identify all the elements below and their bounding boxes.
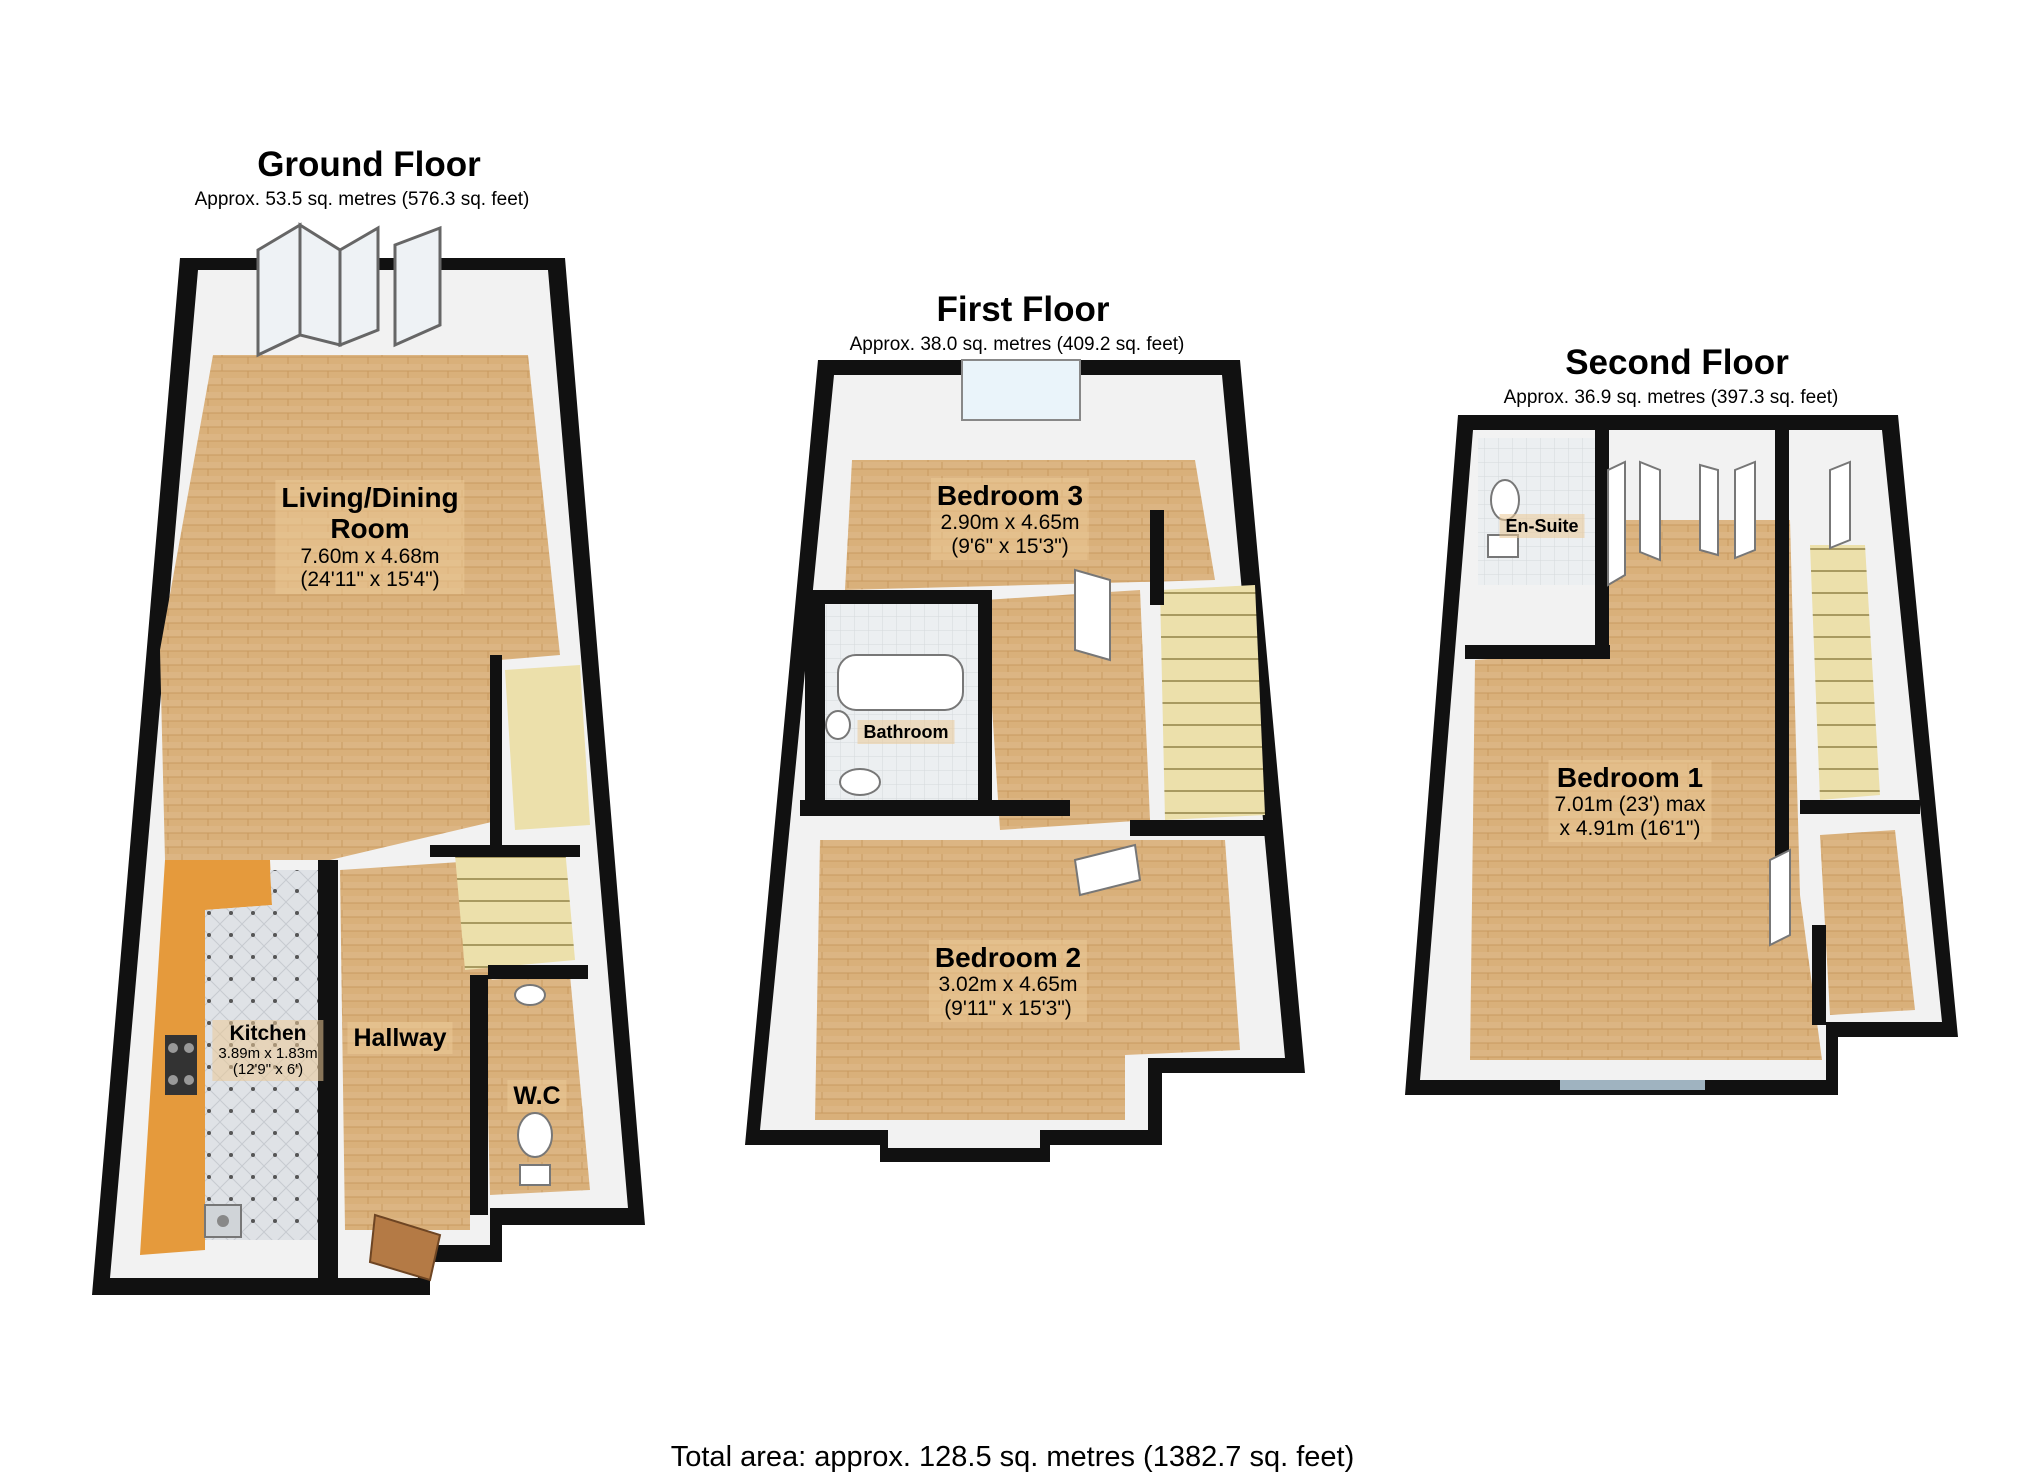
bath-icon	[837, 654, 964, 711]
hallway-label: Hallway	[347, 1022, 453, 1054]
living-room-name-line1: Living/Dining	[281, 482, 459, 513]
storage-door-icon	[1769, 848, 1791, 947]
wc-name: W.C	[513, 1082, 561, 1110]
first-floor-window	[961, 359, 1081, 421]
wardrobe-doors	[1607, 460, 1851, 587]
bedroom-1-dim-imperial: x 4.91m (16'1")	[1559, 816, 1701, 840]
kitchen-name: Kitchen	[229, 1022, 307, 1045]
ground-floor-title: Ground Floor	[257, 145, 481, 184]
toilet-icon	[517, 1112, 553, 1186]
bedroom-2-label: Bedroom 2 3.02m x 4.65m (9'11" x 15'3")	[928, 940, 1088, 1023]
bedroom-2-dim-metric: 3.02m x 4.65m	[938, 973, 1078, 997]
wc-label: W.C	[507, 1080, 567, 1112]
kitchen-worktop	[140, 860, 272, 1255]
bedroom-2-name: Bedroom 2	[934, 942, 1082, 973]
bedroom-1-name: Bedroom 1	[1556, 762, 1704, 793]
understairs-cupboard	[505, 665, 590, 830]
living-room-name-line2: Room	[330, 513, 410, 545]
wc-basin-icon	[514, 984, 546, 1006]
bifold-doors	[256, 222, 442, 358]
bedroom-2-door-icon	[1073, 843, 1142, 897]
bedroom-3-dim-imperial: (9'6" x 15'3")	[951, 534, 1069, 558]
ground-floor-stairs	[455, 848, 575, 970]
bathroom-name: Bathroom	[863, 722, 949, 742]
living-room-dim-metric: 7.60m x 4.68m	[300, 544, 440, 568]
hallway-name: Hallway	[353, 1024, 447, 1052]
bedroom-3-dim-metric: 2.90m x 4.65m	[940, 511, 1080, 535]
kitchen-dim-metric: 3.89m x 1.83m	[218, 1044, 318, 1062]
front-door-icon	[368, 1213, 442, 1282]
second-floor-window	[1560, 1080, 1705, 1090]
en-suite-label: En-Suite	[1499, 514, 1585, 539]
hob-icon	[165, 1035, 197, 1095]
first-floor-stairs	[1160, 585, 1265, 820]
bedroom-3-name: Bedroom 3	[936, 480, 1084, 511]
second-floor-area: Approx. 36.9 sq. metres (397.3 sq. feet)	[1503, 387, 1839, 408]
bedroom-1-label: Bedroom 1 7.01m (23') max x 4.91m (16'1"…	[1548, 760, 1712, 843]
first-floor-plan	[745, 359, 1305, 1162]
sink-icon	[204, 1204, 242, 1238]
ground-floor-area: Approx. 53.5 sq. metres (576.3 sq. feet)	[194, 189, 530, 210]
living-room-label: Living/Dining Room 7.60m x 4.68m (24'11"…	[275, 480, 465, 594]
bathroom-basin-icon	[825, 710, 851, 740]
second-floor-stairs	[1810, 545, 1880, 800]
bedroom-1-dim-metric: 7.01m (23') max	[1554, 793, 1706, 817]
bedroom-3-door-icon	[1074, 568, 1111, 662]
storage-room-floor	[1820, 830, 1915, 1015]
landing-floor	[985, 590, 1150, 830]
en-suite-name: En-Suite	[1505, 516, 1579, 536]
ground-floor-plan	[92, 222, 645, 1295]
first-floor-area: Approx. 38.0 sq. metres (409.2 sq. feet)	[849, 334, 1185, 355]
total-area: Total area: approx. 128.5 sq. metres (13…	[670, 1441, 1355, 1473]
kitchen-dim-imperial: (12'9" x 6')	[232, 1061, 304, 1079]
second-floor-title: Second Floor	[1565, 343, 1789, 382]
bedroom-2-dim-imperial: (9'11" x 15'3")	[944, 996, 1072, 1020]
second-floor-plan	[1405, 415, 1958, 1095]
bedroom-3-label: Bedroom 3 2.90m x 4.65m (9'6" x 15'3")	[930, 478, 1090, 561]
bathroom-label: Bathroom	[857, 720, 955, 745]
en-suite-basin-icon	[1487, 534, 1519, 558]
first-floor-title: First Floor	[936, 290, 1110, 329]
bathroom-toilet-icon	[839, 768, 881, 796]
kitchen-label: Kitchen 3.89m x 1.83m (12'9" x 6')	[212, 1020, 324, 1082]
living-room-dim-imperial: (24'11" x 15'4")	[300, 568, 440, 592]
